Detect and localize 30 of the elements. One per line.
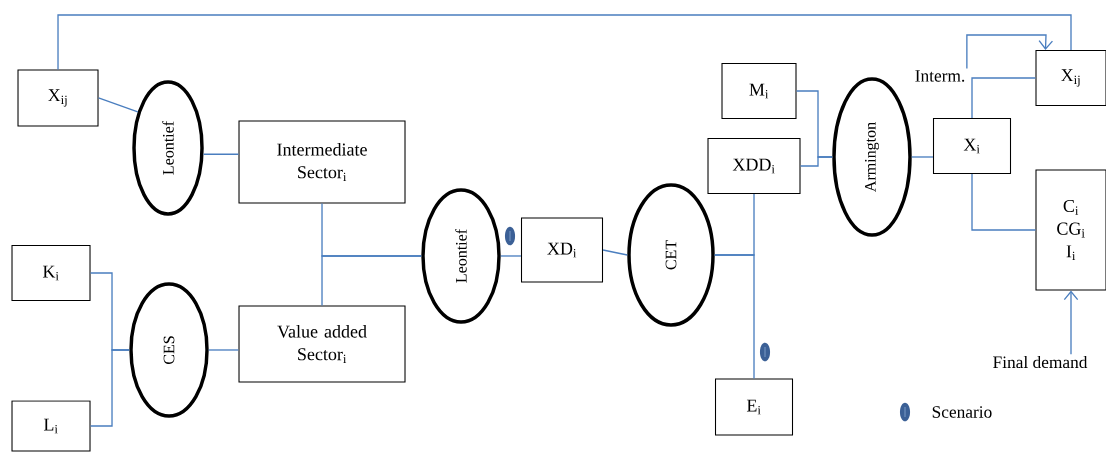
connector-line [971, 77, 1037, 119]
legend-label: Scenario [932, 406, 992, 418]
variable-box: X$_{ij}$ [17, 69, 99, 127]
flow-label: Interm. [915, 70, 965, 82]
connector-line [911, 156, 934, 158]
variable-box: L$_{i}$ [11, 400, 91, 452]
variable-box: E$_{i}$ [714, 378, 794, 436]
arrow [1063, 290, 1079, 355]
variable-box: C$_{i}$ CG$_{i}$ I$_{i}$ [1035, 169, 1106, 291]
variable-box: XDD$_{i}$ [707, 137, 801, 195]
sector-box: Value added Sector$_{i}$ [238, 305, 406, 383]
connector-line [202, 153, 240, 155]
connector-line [500, 255, 522, 257]
connector-line [57, 14, 1072, 71]
connector-line [321, 255, 422, 307]
connector-line [714, 254, 755, 380]
arrow [966, 34, 1054, 70]
connector-line [89, 349, 130, 427]
variable-box: M$_{i}$ [721, 62, 797, 120]
flow-label: Final demand [993, 355, 1088, 369]
variable-box: K$_{i}$ [11, 244, 91, 302]
sector-box: Intermediate Sector$_{i}$ [238, 120, 406, 204]
connector-line [971, 173, 1037, 231]
connector-line [799, 156, 833, 167]
variable-box: X$_{i}$ [932, 117, 1012, 175]
connector-line [602, 249, 628, 256]
variable-box: X$_{ij}$ [1035, 49, 1106, 107]
connector-line [97, 97, 139, 113]
connector-line [208, 349, 240, 351]
variable-box: XD$_{i}$ [520, 217, 604, 283]
